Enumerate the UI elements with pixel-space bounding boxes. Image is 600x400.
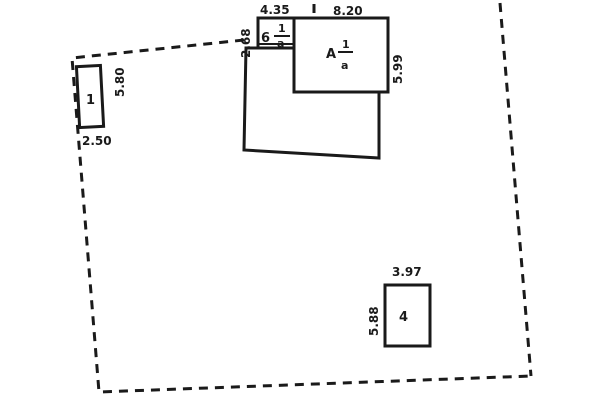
block-a-fraction-numerator: 1 bbox=[342, 38, 350, 51]
shed-4-width-label: 3.97 bbox=[392, 265, 422, 279]
shed-1-number: 1 bbox=[86, 93, 95, 108]
block-a-outline bbox=[292, 18, 388, 94]
shed-4-height-label: 5.88 bbox=[367, 306, 381, 336]
block-b-outline bbox=[256, 16, 296, 50]
block-b-width-label: 4.35 bbox=[260, 3, 290, 17]
shed-1-height-label: 5.80 bbox=[113, 67, 127, 97]
block-b-height-label: 2.68 bbox=[239, 28, 253, 58]
shed-1-outline bbox=[74, 63, 106, 130]
block-b-number: 6 bbox=[261, 31, 270, 46]
shed-4-number: 4 bbox=[399, 310, 408, 325]
main-building bbox=[242, 16, 390, 160]
block-a-width-label: 8.20 bbox=[333, 4, 363, 18]
block-b-fraction-numerator: 1 bbox=[278, 22, 286, 35]
boundary-right bbox=[498, 2, 533, 377]
main-building-outline bbox=[242, 16, 390, 160]
shed-1-width-label: 2.50 bbox=[82, 134, 112, 148]
shed-4-outline bbox=[383, 283, 432, 348]
boundary-left-top bbox=[70, 38, 532, 394]
block-a-fraction-denominator: а bbox=[341, 59, 348, 72]
block-a-height-label: 5.99 bbox=[391, 54, 405, 84]
plot-boundary bbox=[70, 2, 533, 394]
block-b-fraction-denominator: а bbox=[277, 37, 284, 50]
block-a-letter: А bbox=[326, 47, 336, 62]
